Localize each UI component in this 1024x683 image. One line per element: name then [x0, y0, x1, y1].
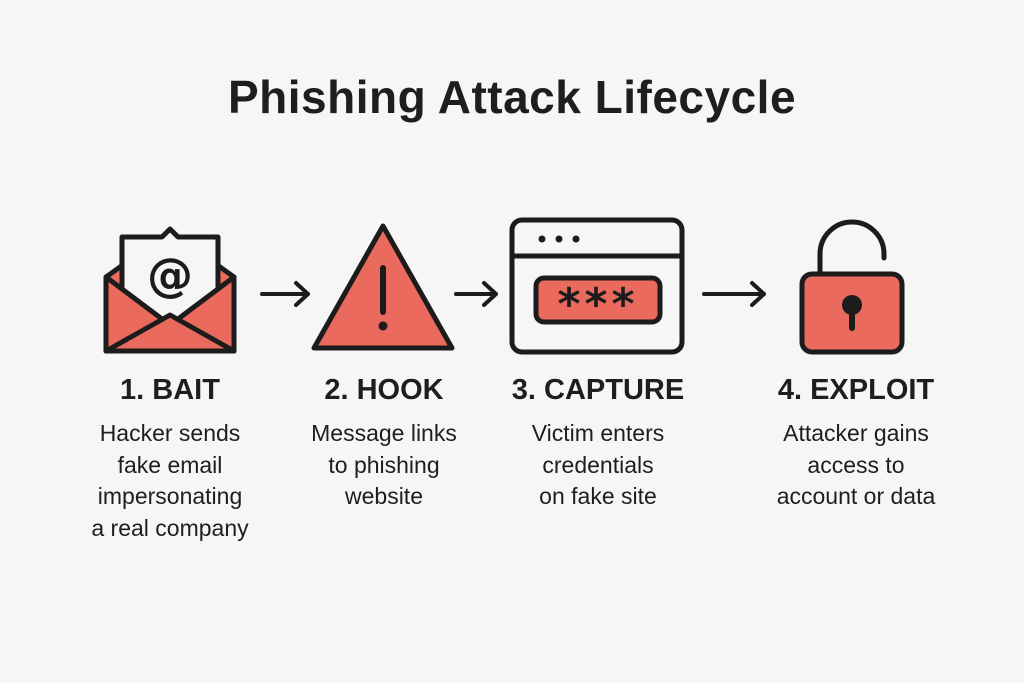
arrow-right-icon	[454, 281, 498, 307]
password-field	[533, 275, 663, 325]
window-dot	[555, 235, 563, 243]
step-description: Victim enters credentials on fake site	[531, 420, 665, 509]
arrow-right-icon	[702, 281, 766, 307]
step-description: Hacker sends fake email impersonating a …	[91, 420, 249, 541]
step-title: 3. CAPTURE	[511, 374, 685, 406]
envelope-bottom	[103, 312, 237, 354]
keyhole	[842, 295, 862, 315]
window-dot	[572, 235, 580, 243]
unlocked-padlock-icon	[799, 219, 905, 355]
shackle	[817, 219, 887, 277]
at-symbol: @	[147, 248, 193, 302]
arrow-right-icon	[260, 281, 310, 307]
step-title: 4. EXPLOIT	[777, 374, 935, 406]
step-description: Attacker gains access to account or data	[776, 420, 936, 509]
warning-triangle-icon	[311, 223, 455, 351]
step-description: Message links to phishing website	[311, 420, 457, 509]
password-mask: ***	[557, 279, 638, 330]
window-dot	[538, 235, 546, 243]
browser-password-icon: ***	[509, 217, 685, 355]
diagram-title: Phishing Attack Lifecycle	[227, 71, 797, 123]
step-title: 2. HOOK	[324, 374, 444, 406]
step-title: 1. BAIT	[120, 374, 220, 406]
envelope-at-icon: @	[103, 226, 237, 354]
